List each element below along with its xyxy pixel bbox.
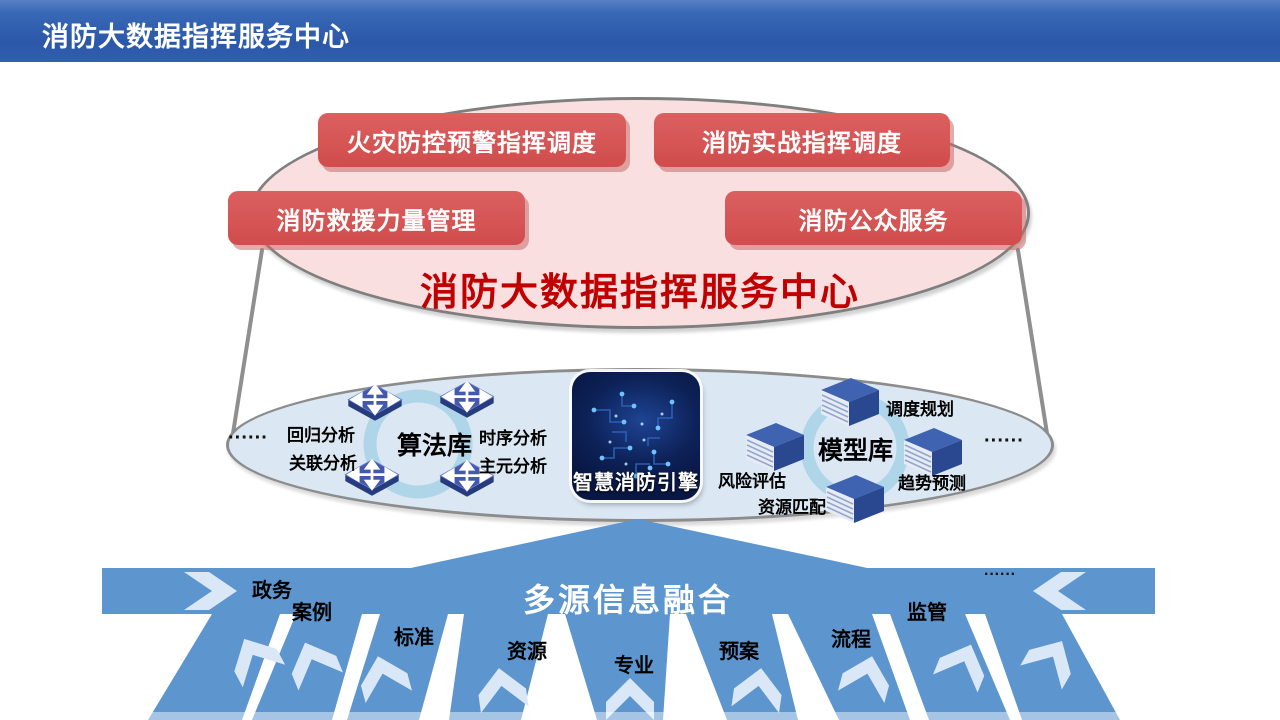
server-icon xyxy=(817,374,883,428)
source-label: 政务 xyxy=(252,580,292,602)
server-icon xyxy=(742,419,808,473)
model-item: 趋势预测 xyxy=(898,474,966,493)
circuit-brain-icon xyxy=(591,391,675,479)
algorithm-library-title: 算法库 xyxy=(397,432,473,460)
smart-fire-engine-card: 智慧消防引擎 xyxy=(572,372,700,500)
funnel-line-left xyxy=(229,248,264,448)
module-combat-dispatch[interactable]: 消防实战指挥调度 xyxy=(654,113,950,167)
source-stripe xyxy=(985,614,1120,720)
model-item: 调度规划 xyxy=(886,400,954,419)
source-label: 专业 xyxy=(614,655,654,677)
model-item: 资源匹配 xyxy=(758,498,826,517)
right-arrow-icon xyxy=(184,572,237,610)
fusion-more-dots: ······ xyxy=(984,566,1016,583)
algorithm-more-dots: ······ xyxy=(228,427,268,449)
source-stripe xyxy=(449,614,548,720)
algorithm-ring xyxy=(363,389,473,499)
stripe-fade-edge xyxy=(0,712,1280,720)
source-label: 资源 xyxy=(507,641,547,663)
funnel-line-right xyxy=(1016,248,1051,448)
page-title: 消防大数据指挥服务中心 xyxy=(42,22,350,52)
fusion-title: 多源信息融合 xyxy=(522,582,733,618)
source-label: 标准 xyxy=(394,627,434,649)
source-stripe xyxy=(686,614,798,720)
network-switch-icon xyxy=(439,381,495,427)
model-library-title: 模型库 xyxy=(818,437,894,465)
source-label: 案例 xyxy=(292,602,332,624)
source-label: 流程 xyxy=(831,629,871,651)
engine-title: 智慧消防引擎 xyxy=(573,472,699,494)
model-more-dots: ······ xyxy=(984,430,1024,452)
source-stripe xyxy=(347,614,448,720)
model-item: 风险评估 xyxy=(718,472,786,491)
algorithm-item: 主元分析 xyxy=(479,457,547,476)
network-switch-icon xyxy=(347,384,403,430)
platform-title: 消防大数据指挥服务中心 xyxy=(419,272,860,314)
algorithm-item: 关联分析 xyxy=(289,454,357,473)
module-fire-prevention-dispatch[interactable]: 火灾防控预警指挥调度 xyxy=(318,113,626,167)
module-rescue-force-mgmt[interactable]: 消防救援力量管理 xyxy=(228,191,525,245)
fusion-band xyxy=(102,568,1155,614)
server-icon xyxy=(822,471,888,525)
fusion-up-arrow xyxy=(406,519,872,569)
left-arrow-icon xyxy=(1033,572,1086,610)
algorithm-item: 时序分析 xyxy=(479,429,547,448)
fusion-band-graphic xyxy=(0,519,1280,720)
algorithm-item: 回归分析 xyxy=(287,426,355,445)
page-header: 消防大数据指挥服务中心 xyxy=(0,0,1280,62)
source-label: 监管 xyxy=(907,602,947,624)
source-label: 预案 xyxy=(719,641,759,663)
chevron-arrows xyxy=(184,572,1086,720)
module-public-service[interactable]: 消防公众服务 xyxy=(725,191,1022,245)
